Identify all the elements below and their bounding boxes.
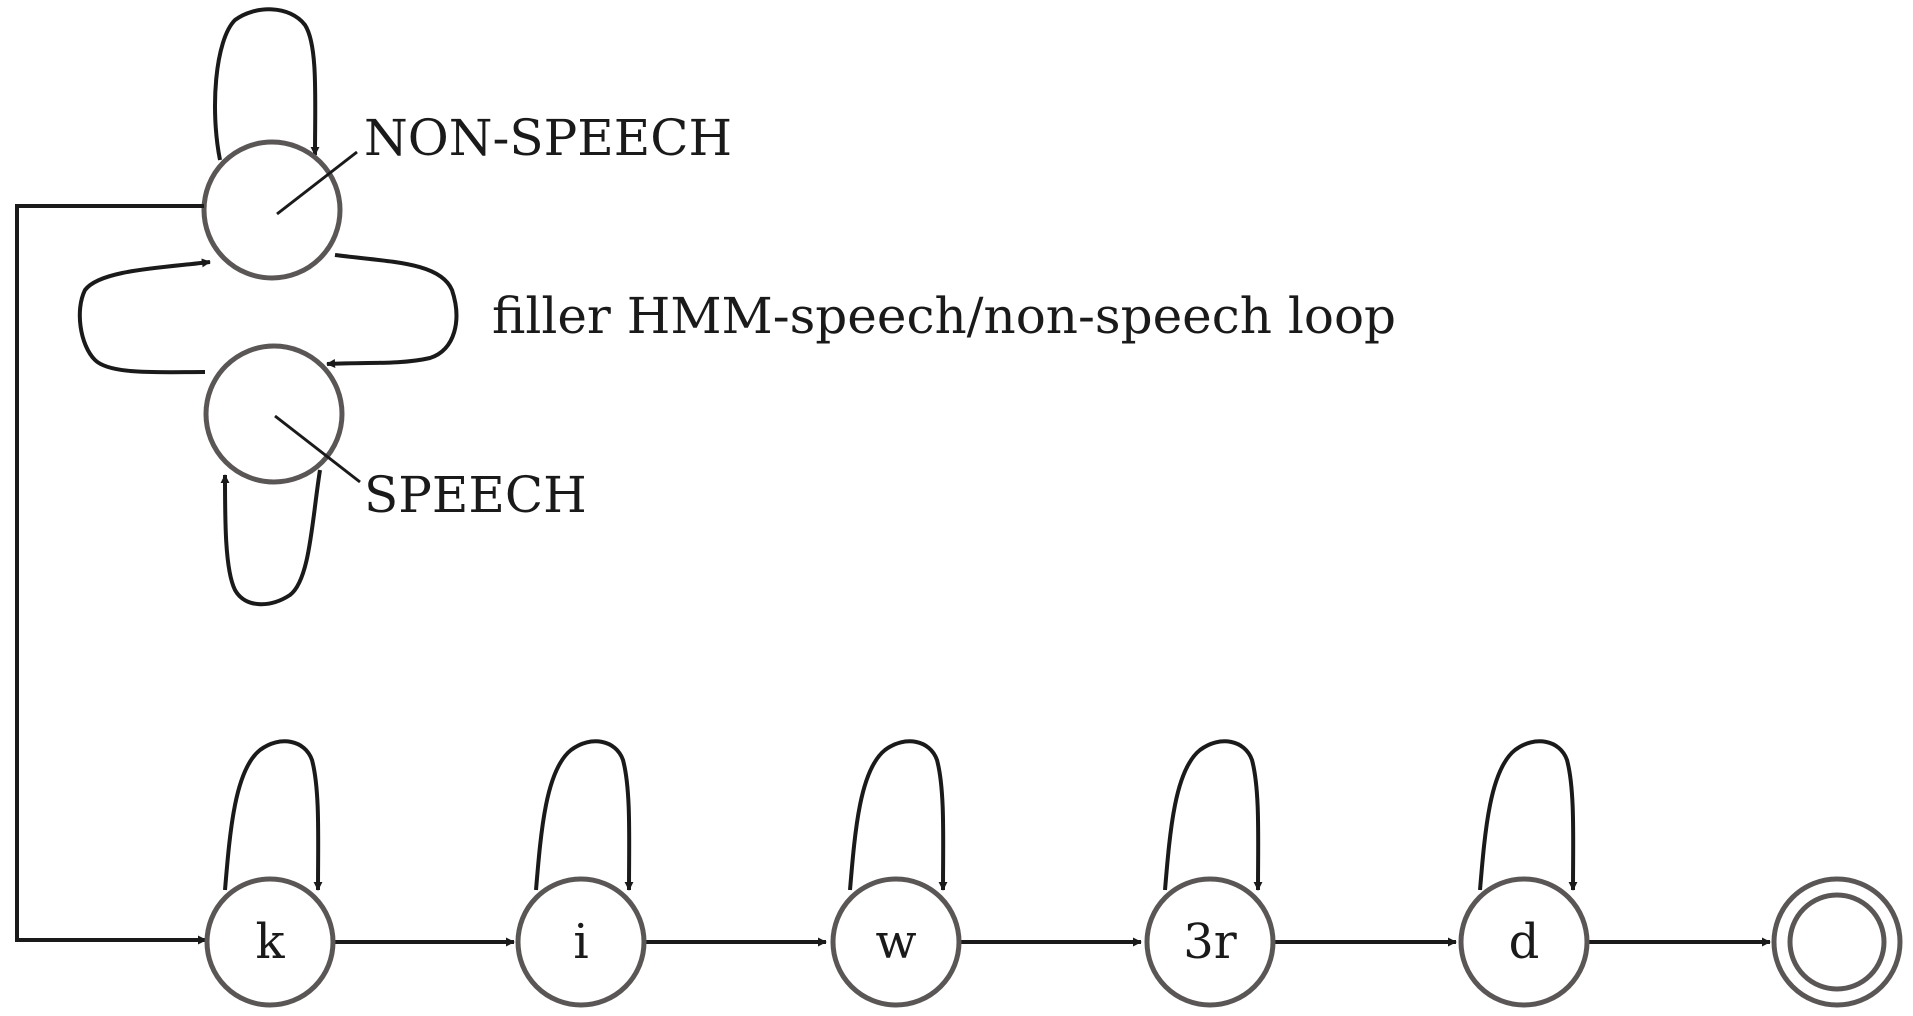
filler-to-phone-chain-edge (15, 204, 207, 945)
phone-chain: k i w 3r d (204, 739, 1903, 1008)
phone-label-i: i (573, 914, 588, 970)
phone-state-w (830, 876, 962, 1008)
phone-state-d (1458, 876, 1590, 1008)
speech-leader-line (274, 414, 361, 484)
filler-loop: NON-SPEECH SPEECH filler HMM-speech/non-… (77, 7, 1396, 607)
speech-state (203, 343, 345, 485)
phone-state-k (204, 876, 336, 1008)
phone-self-loop-k (223, 739, 323, 891)
phone-label-3r: 3r (1183, 914, 1237, 970)
non-speech-leader-line (276, 150, 358, 216)
filler-loop-label: filler HMM-speech/non-speech loop (492, 287, 1396, 345)
phone-self-loop-d (1478, 739, 1578, 891)
phone-label-k: k (255, 914, 285, 970)
phone-label-d: d (1509, 914, 1540, 970)
non-speech-to-speech-edge (326, 253, 459, 369)
speech-to-non-speech-edge (77, 258, 211, 375)
final-state-inner (1787, 892, 1887, 992)
phone-state-i (515, 876, 647, 1008)
non-speech-self-loop (213, 7, 320, 161)
phone-label-w: w (875, 914, 916, 970)
speech-self-loop (220, 469, 322, 607)
non-speech-state (201, 139, 343, 281)
phone-self-loop-3r (1163, 739, 1263, 891)
speech-label: SPEECH (364, 466, 587, 524)
non-speech-label: NON-SPEECH (364, 109, 732, 167)
phone-state-3r (1144, 876, 1276, 1008)
phone-self-loop-w (848, 739, 948, 891)
phone-self-loop-i (534, 739, 634, 891)
